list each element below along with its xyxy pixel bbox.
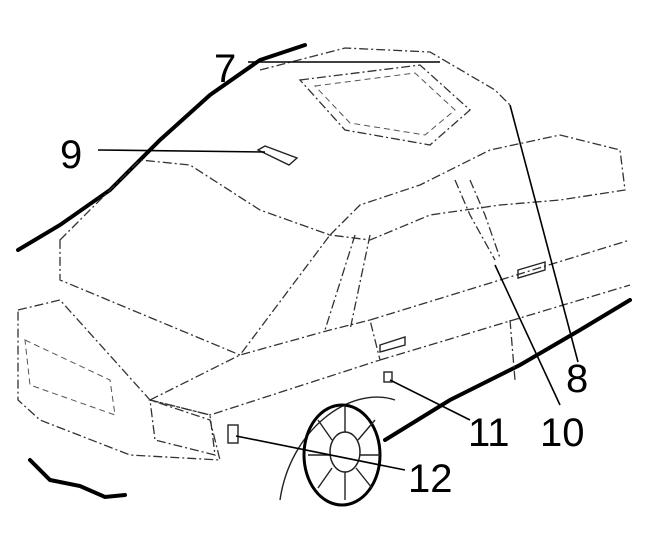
pillar-b	[454, 179, 501, 261]
pillar-c	[324, 234, 371, 331]
trunk-lid	[148, 319, 381, 416]
door-line	[369, 239, 631, 381]
sunroof-inner	[313, 72, 456, 136]
leader-8	[509, 104, 579, 363]
plate-area	[24, 339, 116, 416]
leader-9	[97, 149, 266, 153]
fuel-door-marker	[227, 424, 239, 444]
leader-11	[389, 379, 471, 421]
side-window-frame	[328, 134, 626, 241]
wheel-spokes	[308, 405, 380, 500]
door-handle-rear	[379, 336, 406, 353]
callout-8: 8	[566, 357, 588, 401]
callout-7: 7	[214, 47, 236, 91]
ground-line-left	[16, 43, 307, 252]
ground-line-bottom	[28, 458, 127, 500]
callout-11: 11	[468, 411, 510, 455]
rear-bumper	[17, 299, 221, 461]
leader-10	[494, 264, 561, 406]
tail-light	[149, 399, 216, 456]
antenna-marker	[256, 145, 299, 166]
door-handle-front	[517, 261, 546, 279]
callout-10: 10	[540, 411, 585, 455]
leader-12	[235, 435, 406, 471]
wheel-hub	[329, 431, 361, 473]
ground-line-right	[383, 298, 632, 442]
roof-outline	[259, 47, 511, 106]
body-marker-11	[383, 371, 393, 383]
rear-window	[59, 159, 332, 356]
wheel-arch	[279, 396, 396, 501]
callout-12: 12	[408, 457, 453, 501]
callout-9: 9	[60, 133, 82, 177]
